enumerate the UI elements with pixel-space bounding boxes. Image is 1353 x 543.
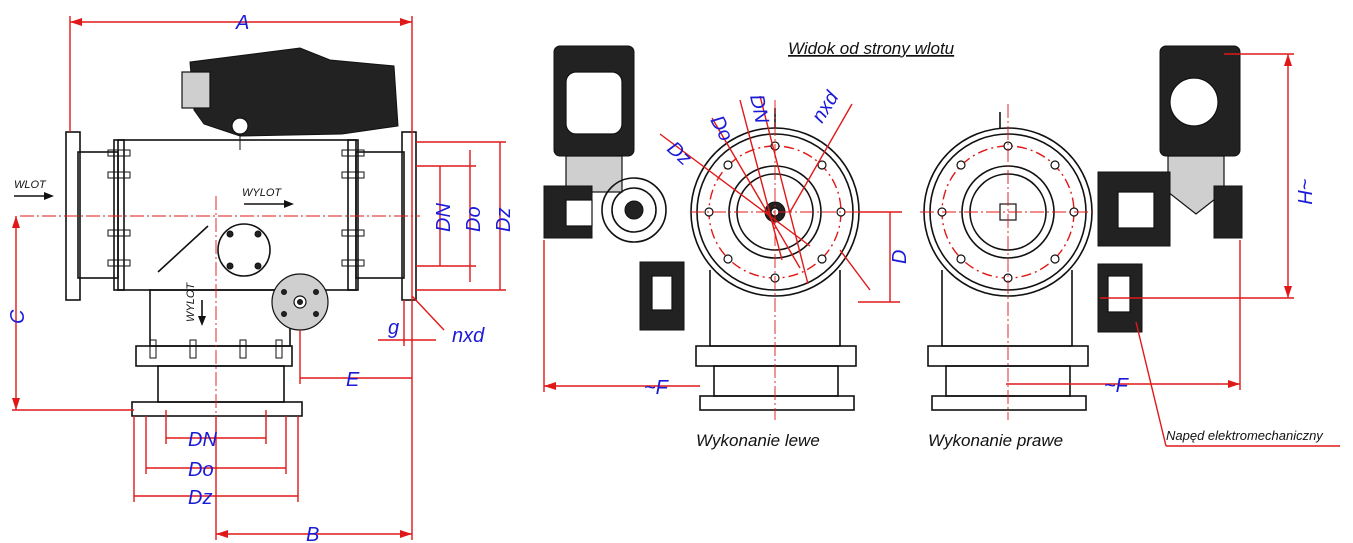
- dim-DN-front: DN: [745, 92, 773, 125]
- dim-g: g: [388, 317, 399, 339]
- dim-Do-side: Do: [463, 206, 485, 232]
- dim-Dz-side: Dz: [493, 208, 515, 232]
- view-title: Widok od strony wlotu: [788, 39, 955, 58]
- right-version-label: Wykonanie prawe: [928, 431, 1063, 450]
- wylot-vertical-label: WYLOT: [185, 282, 197, 322]
- actuator-note: Napęd elektromechaniczny: [1166, 428, 1324, 443]
- left-version-label: Wykonanie lewe: [696, 431, 820, 450]
- dim-B: B: [306, 524, 319, 543]
- dim-DN-side: DN: [433, 203, 455, 232]
- dim-A: A: [235, 12, 249, 34]
- dim-F-right: ~F: [1104, 375, 1130, 397]
- dim-nxd-front: nxd: [808, 87, 844, 127]
- dim-nxd-side: nxd: [452, 325, 485, 347]
- front-view-left: [543, 45, 860, 420]
- wylot-horizontal-label: WYLOT: [242, 187, 282, 199]
- front-left-dimensions: [543, 95, 902, 392]
- side-view: [20, 47, 420, 430]
- dim-D: D: [889, 250, 911, 264]
- dim-Dz-front: Dz: [663, 137, 696, 170]
- front-right-dimensions: [1006, 53, 1340, 447]
- dim-C: C: [7, 309, 29, 324]
- wlot-label: WLOT: [14, 179, 47, 191]
- dim-H: ~H: [1293, 178, 1315, 205]
- dim-Do-bottom: Do: [188, 459, 214, 481]
- dim-F-left: ~F: [644, 377, 670, 399]
- dim-Dz-bottom: Dz: [188, 487, 212, 509]
- front-view-right: [920, 45, 1243, 420]
- flow-arrows: [14, 192, 294, 326]
- dim-E: E: [346, 369, 360, 391]
- dim-DN-bottom: DN: [188, 429, 217, 451]
- side-dimensions: [12, 16, 506, 540]
